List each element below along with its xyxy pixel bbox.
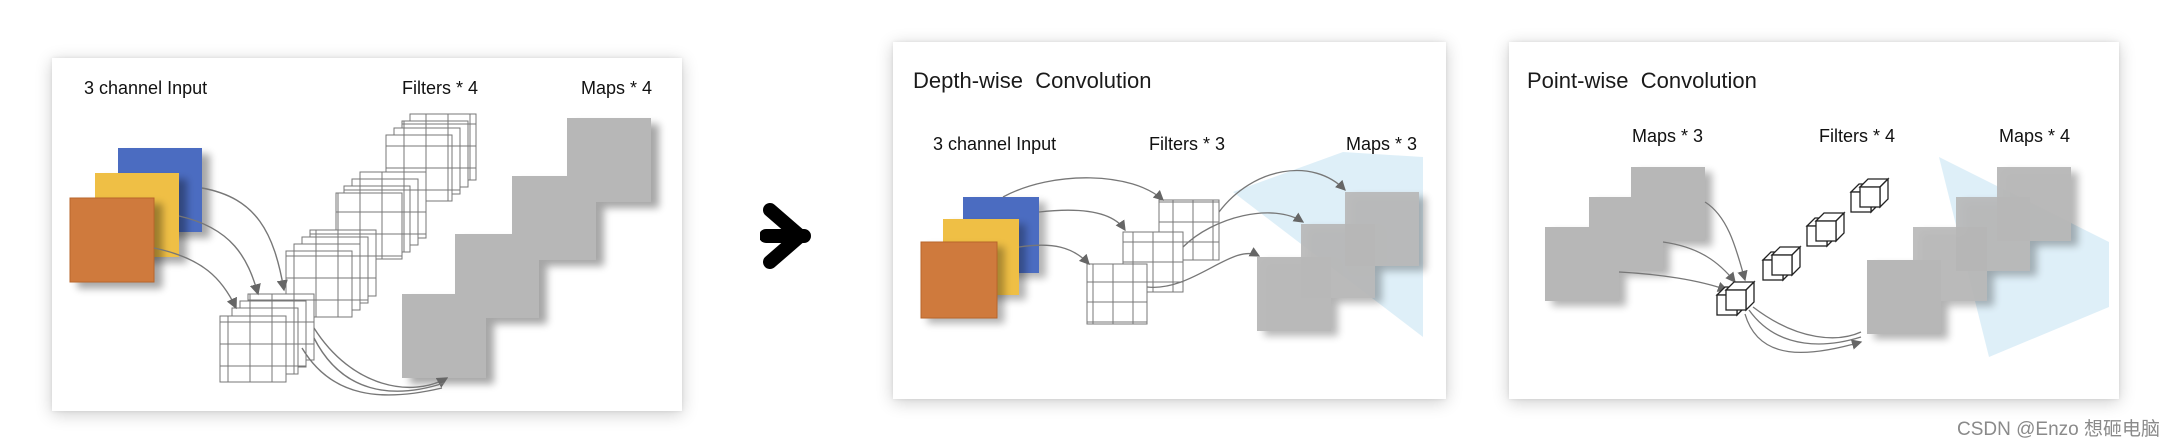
pointwise-filter-2 — [1762, 246, 1801, 281]
maps-label: Maps * 4 — [581, 78, 653, 98]
watermark: CSDN @Enzo 想砸电脑 — [1957, 419, 2160, 440]
pointwise-filter-4 — [1850, 178, 1889, 213]
input-to-filter-arrows — [153, 187, 288, 310]
pointwise-convolution-diagram — [1545, 157, 2109, 357]
pointwise-filter-3 — [1806, 212, 1845, 247]
filter-to-map-arrows — [301, 327, 449, 396]
maps-out-label: Maps * 4 — [1999, 126, 2071, 146]
input-label: 3 channel Input — [933, 134, 1057, 154]
depthwise-convolution-diagram — [920, 152, 1423, 337]
input-to-filter-arrows — [1002, 177, 1164, 265]
filters-label: Filters * 3 — [1149, 134, 1226, 154]
output-maps — [1867, 167, 2071, 334]
input-maps — [1545, 167, 1705, 301]
panel-title: Depth-wise Convolution — [913, 68, 1152, 93]
pointwise-convolution-panel: Point-wise Convolution Maps * 3 Filters … — [1509, 42, 2119, 399]
output-maps — [402, 118, 651, 378]
map-to-filter-arrows — [1618, 201, 1748, 292]
filter-to-map-arrows — [1744, 306, 1863, 354]
filters-label: Filters * 4 — [1819, 126, 1896, 146]
filter-stacks — [219, 113, 477, 383]
filter-stack-3 — [335, 171, 427, 260]
output-map-1 — [402, 294, 486, 378]
filters-label: Filters * 4 — [402, 78, 479, 98]
output-maps — [1257, 192, 1419, 331]
filter-stack-2 — [285, 229, 377, 318]
standard-convolution-panel: 3 channel Input Filters * 4 Maps * 4 — [52, 58, 682, 411]
right-arrow-icon — [759, 200, 826, 272]
pointwise-filter-1 — [1716, 281, 1755, 316]
filter-1 — [1086, 263, 1148, 325]
input-label: 3 channel Input — [84, 78, 208, 98]
filter-to-map-arrows — [1146, 169, 1346, 288]
filter-stack-1 — [219, 293, 315, 383]
maps-label: Maps * 3 — [1346, 134, 1418, 154]
panel-title: Point-wise Convolution — [1527, 68, 1757, 93]
pointwise-filters — [1716, 178, 1889, 316]
input-channels — [69, 148, 202, 283]
standard-convolution-diagram — [69, 113, 651, 396]
depthwise-filters — [1086, 199, 1220, 325]
input-channels — [920, 197, 1039, 319]
maps-in-label: Maps * 3 — [1632, 126, 1704, 146]
depthwise-convolution-panel: Depth-wise Convolution 3 channel Input F… — [893, 42, 1446, 399]
input-channel-orange — [69, 197, 155, 283]
